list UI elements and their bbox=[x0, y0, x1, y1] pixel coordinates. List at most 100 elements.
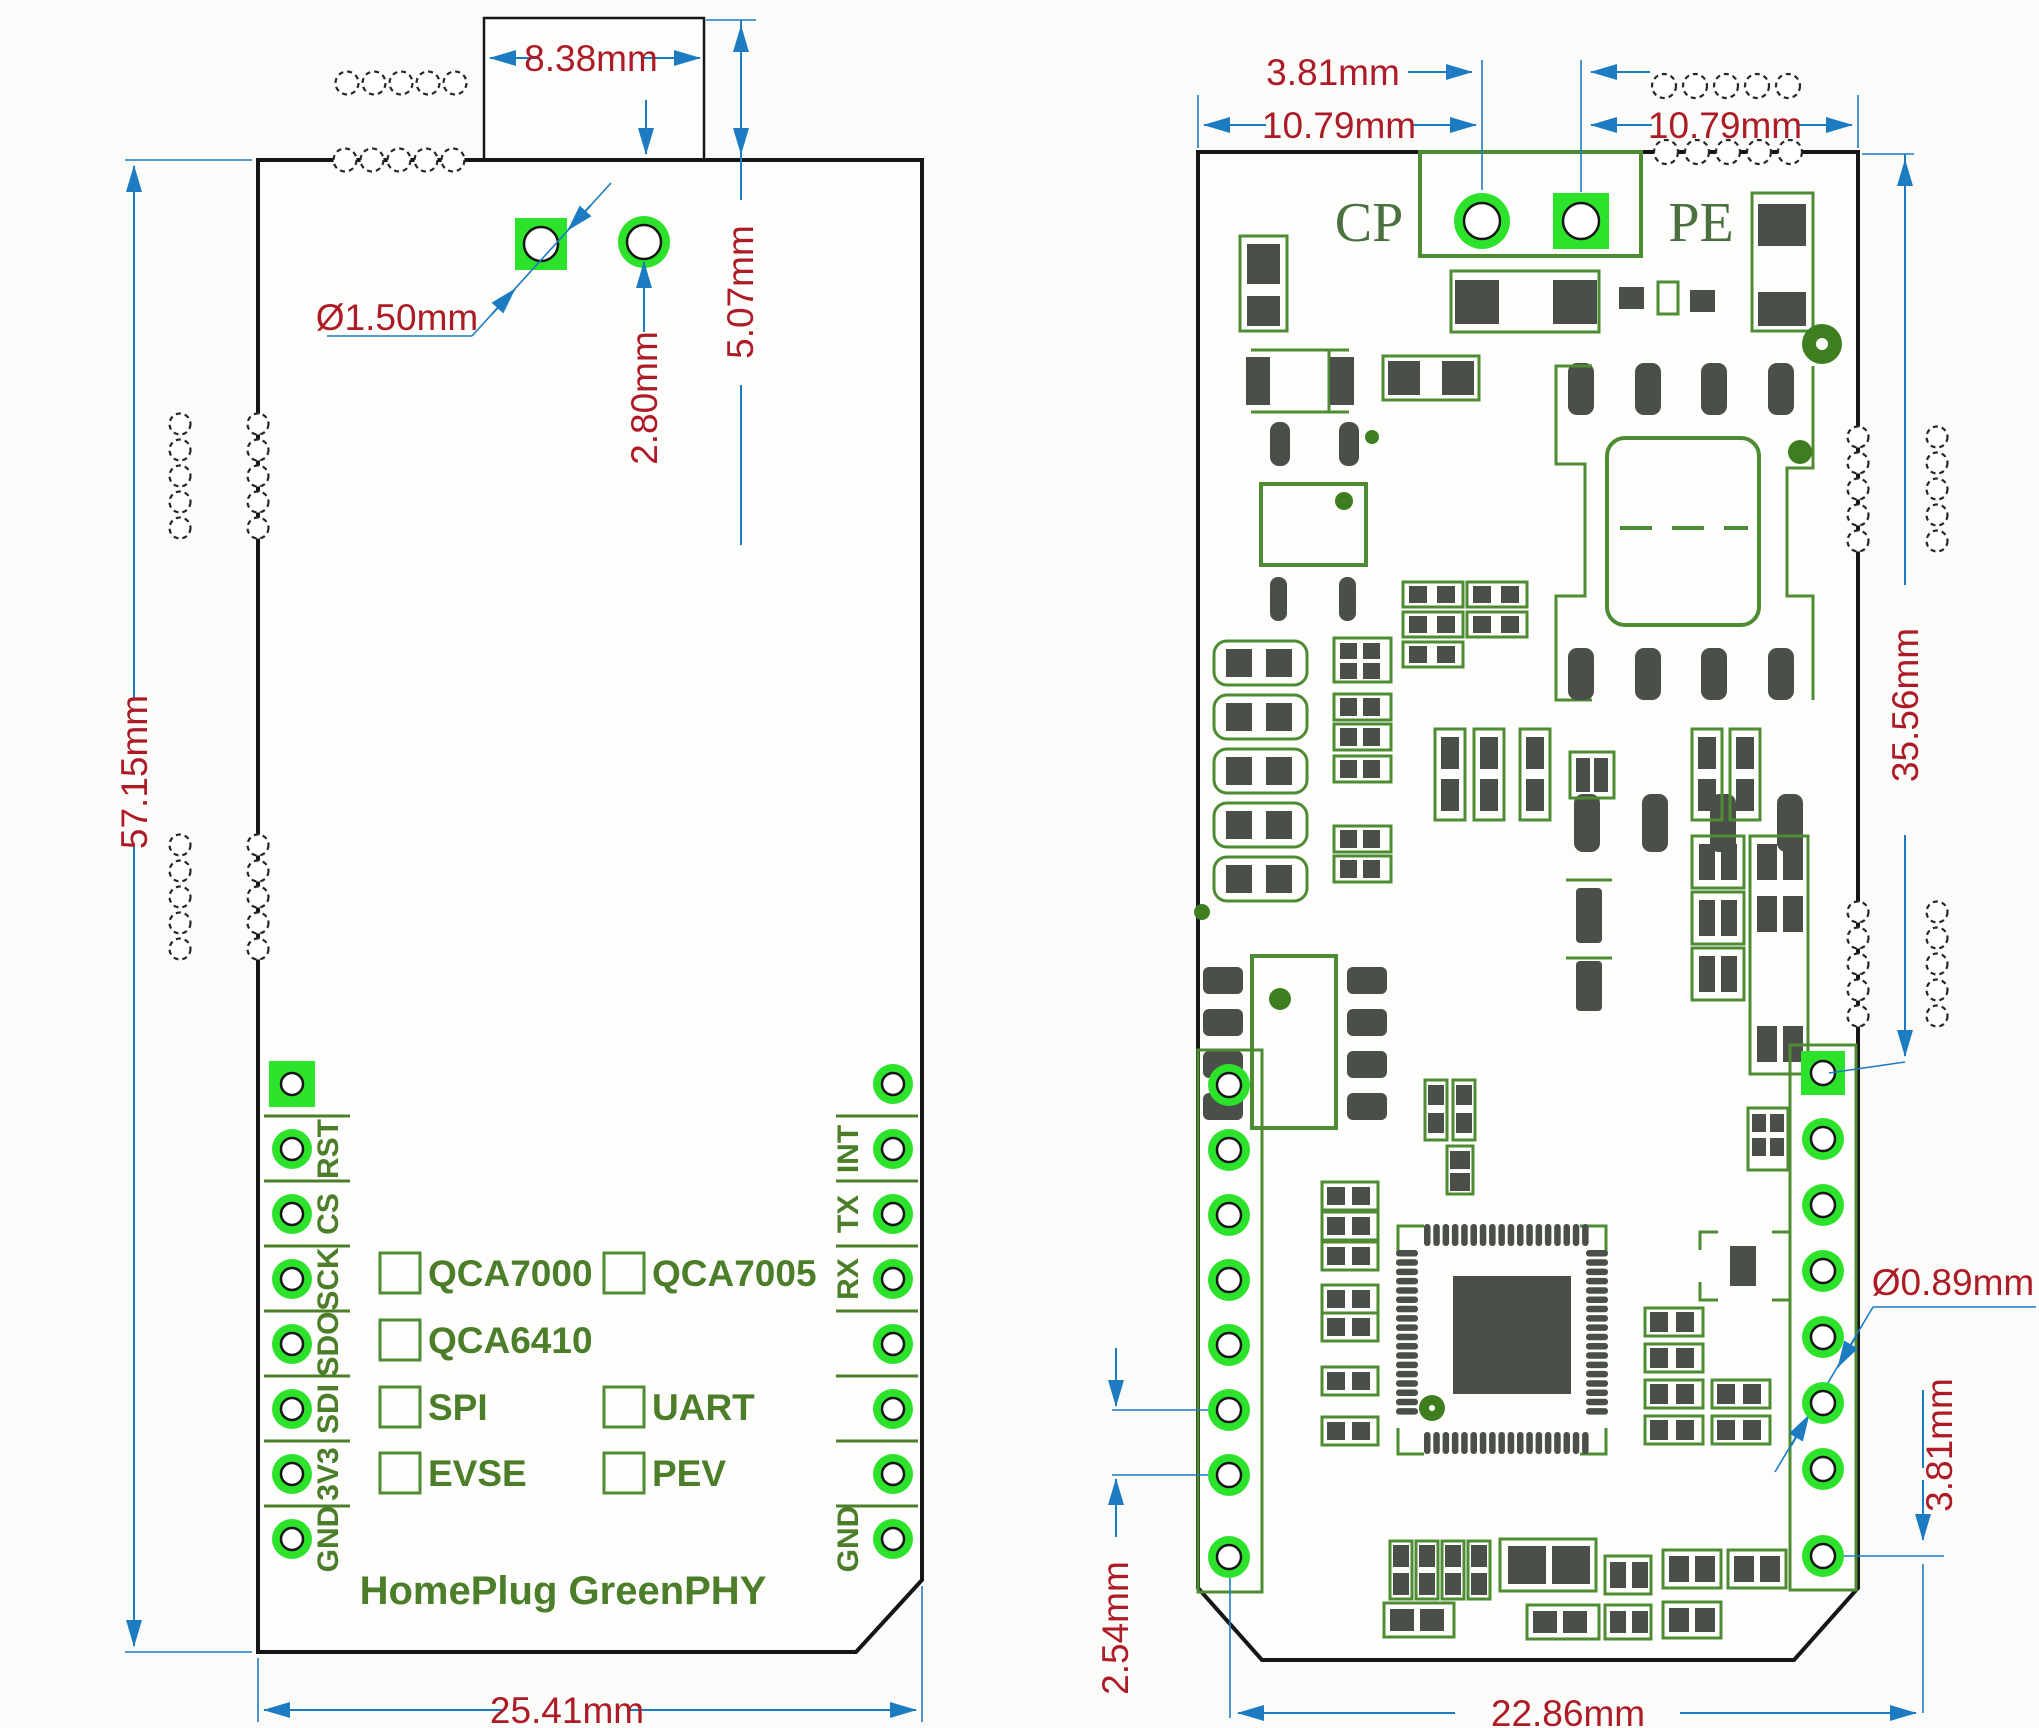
unplated-hole bbox=[1846, 978, 1870, 1002]
pin-hole bbox=[1809, 1191, 1837, 1219]
unplated-hole bbox=[168, 885, 192, 909]
unplated-hole bbox=[1652, 138, 1680, 166]
unplated-hole bbox=[1846, 477, 1870, 501]
pin-hole bbox=[1809, 1257, 1837, 1285]
unplated-hole bbox=[168, 464, 192, 488]
pin-hole bbox=[279, 1396, 305, 1422]
unplated-hole bbox=[413, 147, 439, 173]
unplated-hole bbox=[1846, 451, 1870, 475]
qfn-chip bbox=[1396, 1224, 1608, 1456]
pin-hole bbox=[880, 1331, 906, 1357]
pin-hole bbox=[279, 1331, 305, 1357]
unplated-hole bbox=[334, 70, 360, 96]
board-title: HomePlug GreenPHY bbox=[360, 1569, 767, 1613]
checkbox-spi bbox=[378, 1385, 422, 1429]
soic8-chip bbox=[1203, 954, 1387, 1130]
right-board: CP PE bbox=[1194, 150, 1860, 1662]
unplated-hole bbox=[1846, 1004, 1870, 1028]
dim-cp-from-left: 10.79mm bbox=[1262, 105, 1416, 146]
pin-hole bbox=[880, 1136, 906, 1162]
unplated-hole bbox=[1846, 503, 1870, 527]
label-uart: UART bbox=[652, 1387, 755, 1428]
mounting-hole-square bbox=[522, 225, 560, 263]
unplated-hole bbox=[1925, 503, 1949, 527]
pin-label-int: INT bbox=[832, 1125, 865, 1173]
unplated-hole bbox=[246, 464, 270, 488]
pin-hole bbox=[880, 1201, 906, 1227]
pin-label-3v3: 3V3 bbox=[312, 1447, 345, 1500]
pin-hole bbox=[1215, 1201, 1243, 1229]
unplated-hole bbox=[1925, 1004, 1949, 1028]
pin-label-rst: RST bbox=[312, 1119, 345, 1179]
pin-label-sdo: SDO bbox=[312, 1311, 345, 1376]
pin-label-rx: RX bbox=[832, 1258, 865, 1300]
unplated-hole bbox=[1925, 952, 1949, 976]
pin-hole bbox=[279, 1201, 305, 1227]
unplated-hole bbox=[1925, 978, 1949, 1002]
unplated-hole bbox=[1925, 900, 1949, 924]
unplated-hole bbox=[1846, 529, 1870, 553]
label-evse: EVSE bbox=[428, 1453, 527, 1494]
pe-label: PE bbox=[1668, 192, 1733, 254]
left-board: RST CS SCK SDO SDI 3V3 GND INT TX RX GND… bbox=[256, 16, 924, 1654]
dim-hole-diameter-right: Ø0.89mm bbox=[1872, 1262, 2034, 1303]
unplated-hole bbox=[1846, 952, 1870, 976]
cp-hole bbox=[1462, 201, 1502, 241]
unplated-hole bbox=[168, 833, 192, 857]
dim-tab-width: 8.38mm bbox=[524, 38, 658, 79]
label-pev: PEV bbox=[652, 1453, 726, 1494]
dim-hole-offset: 2.80mm bbox=[624, 331, 665, 465]
dim-cp-pe-spacing: 3.81mm bbox=[1266, 52, 1400, 93]
pin-hole bbox=[279, 1526, 305, 1552]
header-pin-pads bbox=[272, 1064, 1844, 1578]
pin-hole bbox=[1809, 1389, 1837, 1417]
pin-separators-left bbox=[264, 1114, 350, 1508]
unplated-hole bbox=[168, 859, 192, 883]
unplated-hole bbox=[1846, 425, 1870, 449]
unplated-hole bbox=[168, 911, 192, 935]
pin-label-tx: TX bbox=[832, 1195, 865, 1233]
unplated-hole bbox=[168, 412, 192, 436]
label-qca7005: QCA7005 bbox=[652, 1253, 817, 1294]
pin-hole bbox=[279, 1266, 305, 1292]
checkbox-qca7000 bbox=[378, 1251, 422, 1295]
unplated-hole bbox=[1846, 926, 1870, 950]
checkbox-evse bbox=[378, 1451, 422, 1495]
pin-hole bbox=[1215, 1461, 1243, 1489]
pin-hole bbox=[279, 1461, 305, 1487]
pin-label-sdi: SDI bbox=[312, 1384, 345, 1434]
dim-header-span: 22.86mm bbox=[1491, 1693, 1645, 1728]
unplated-hole bbox=[246, 885, 270, 909]
qfn-die bbox=[1453, 1276, 1571, 1394]
pin-hole bbox=[880, 1526, 906, 1552]
dim-pe-from-right: 10.79mm bbox=[1648, 105, 1802, 146]
checkbox-pev bbox=[602, 1451, 646, 1495]
unplated-hole-rows bbox=[168, 70, 1949, 1028]
checkbox-qca6410 bbox=[378, 1318, 422, 1362]
pin-hole bbox=[880, 1461, 906, 1487]
right-header-outline bbox=[1788, 1043, 1858, 1592]
unplated-hole bbox=[415, 70, 441, 96]
unplated-hole bbox=[1774, 72, 1802, 100]
unplated-hole bbox=[1776, 138, 1804, 166]
right-board-dimensions: 3.81mm 10.79mm 10.79mm 35.56mm Ø0.89mm 3… bbox=[1095, 52, 2036, 1728]
pin-hole bbox=[880, 1071, 906, 1097]
unplated-hole bbox=[1925, 926, 1949, 950]
pin-hole bbox=[1215, 1543, 1243, 1571]
dim-tab-height: 5.07mm bbox=[720, 225, 761, 359]
unplated-hole bbox=[361, 70, 387, 96]
pin-hole bbox=[279, 1136, 305, 1162]
option-checkboxes: QCA7000 QCA7005 QCA6410 SPI UART EVSE PE… bbox=[378, 1251, 817, 1495]
unplated-hole bbox=[359, 147, 385, 173]
unplated-hole bbox=[1846, 900, 1870, 924]
pin-hole bbox=[1215, 1071, 1243, 1099]
unplated-hole bbox=[1743, 72, 1771, 100]
cp-pe-connector bbox=[1418, 150, 1643, 258]
right-header-pin1-hole bbox=[1809, 1059, 1837, 1087]
dim-pin-pitch: 2.54mm bbox=[1095, 1561, 1136, 1695]
unplated-hole bbox=[1925, 451, 1949, 475]
unplated-hole bbox=[1683, 138, 1711, 166]
unplated-hole bbox=[246, 412, 270, 436]
dim-board-width: 25.41mm bbox=[490, 1690, 644, 1728]
